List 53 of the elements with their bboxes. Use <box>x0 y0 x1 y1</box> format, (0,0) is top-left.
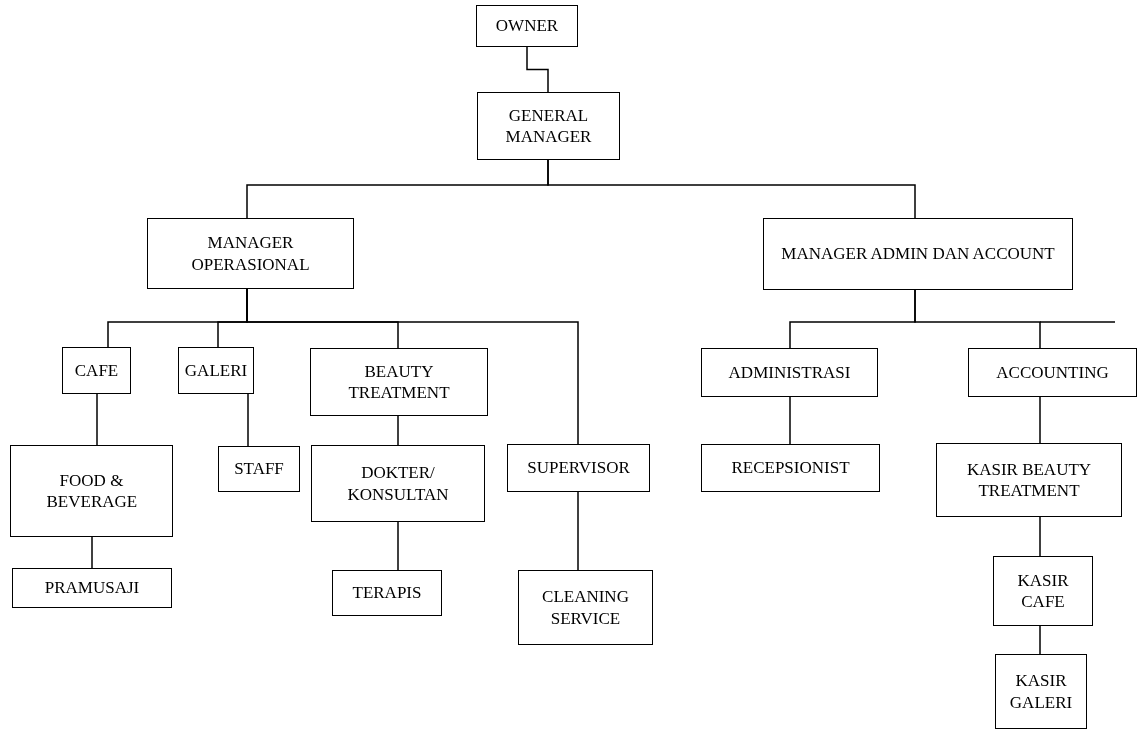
org-box <box>178 347 254 394</box>
role-label: GENERAL MANAGER <box>504 104 593 148</box>
org-box <box>701 444 880 492</box>
connector-line <box>526 46 549 93</box>
role-label: PRAMUSAJI <box>44 577 140 599</box>
org-box <box>968 348 1137 397</box>
connector-line <box>96 393 98 446</box>
org-box <box>476 5 578 47</box>
connector-line <box>1039 625 1041 655</box>
connector-line <box>1039 396 1041 444</box>
org-box <box>147 218 354 289</box>
org-box <box>518 570 653 645</box>
role-label: CAFE <box>74 359 119 382</box>
connector-line <box>247 393 249 447</box>
role-label: MANAGER OPERASIONAL <box>190 232 311 275</box>
role-label: KASIR GALERI <box>1008 670 1074 713</box>
connector-line <box>397 521 399 571</box>
connector-line <box>577 491 579 571</box>
org-box <box>701 348 878 397</box>
org-box <box>12 568 172 608</box>
role-label: KASIR CAFE <box>1016 569 1070 613</box>
org-box <box>310 348 488 416</box>
org-box <box>993 556 1093 626</box>
org-box <box>763 218 1073 290</box>
org-box <box>218 446 300 492</box>
org-box <box>311 445 485 522</box>
role-label: ADMINISTRASI <box>728 361 851 384</box>
role-label: FOOD & BEVERAGE <box>46 469 137 513</box>
role-label: OWNER <box>495 15 559 37</box>
role-label: CLEANING SERVICE <box>541 586 630 629</box>
org-box <box>10 445 173 537</box>
role-label: BEAUTY TREATMENT <box>347 360 451 404</box>
connector-line <box>1039 516 1041 557</box>
connector-line <box>397 415 399 446</box>
role-label: TERAPIS <box>352 582 422 604</box>
org-box <box>332 570 442 616</box>
role-label: KASIR BEAUTY TREATMENT <box>965 458 1093 502</box>
org-box <box>936 443 1122 517</box>
org-box <box>62 347 131 394</box>
role-label: STAFF <box>234 458 284 480</box>
connector-line <box>91 536 93 569</box>
role-label: ACCOUNTING <box>996 361 1109 384</box>
org-box <box>995 654 1087 729</box>
role-label: MANAGER ADMIN DAN ACCOUNT <box>781 243 1055 265</box>
org-box <box>477 92 620 160</box>
org-box <box>507 444 650 492</box>
connector-line <box>914 289 1041 349</box>
role-label: SUPERVISOR <box>527 457 630 479</box>
connector-line <box>547 159 916 219</box>
role-label: RECEPSIONIST <box>731 457 850 479</box>
role-label: DOKTER/ KONSULTAN <box>346 462 450 505</box>
connector-line <box>789 396 791 445</box>
role-label: GALERI <box>184 359 248 382</box>
